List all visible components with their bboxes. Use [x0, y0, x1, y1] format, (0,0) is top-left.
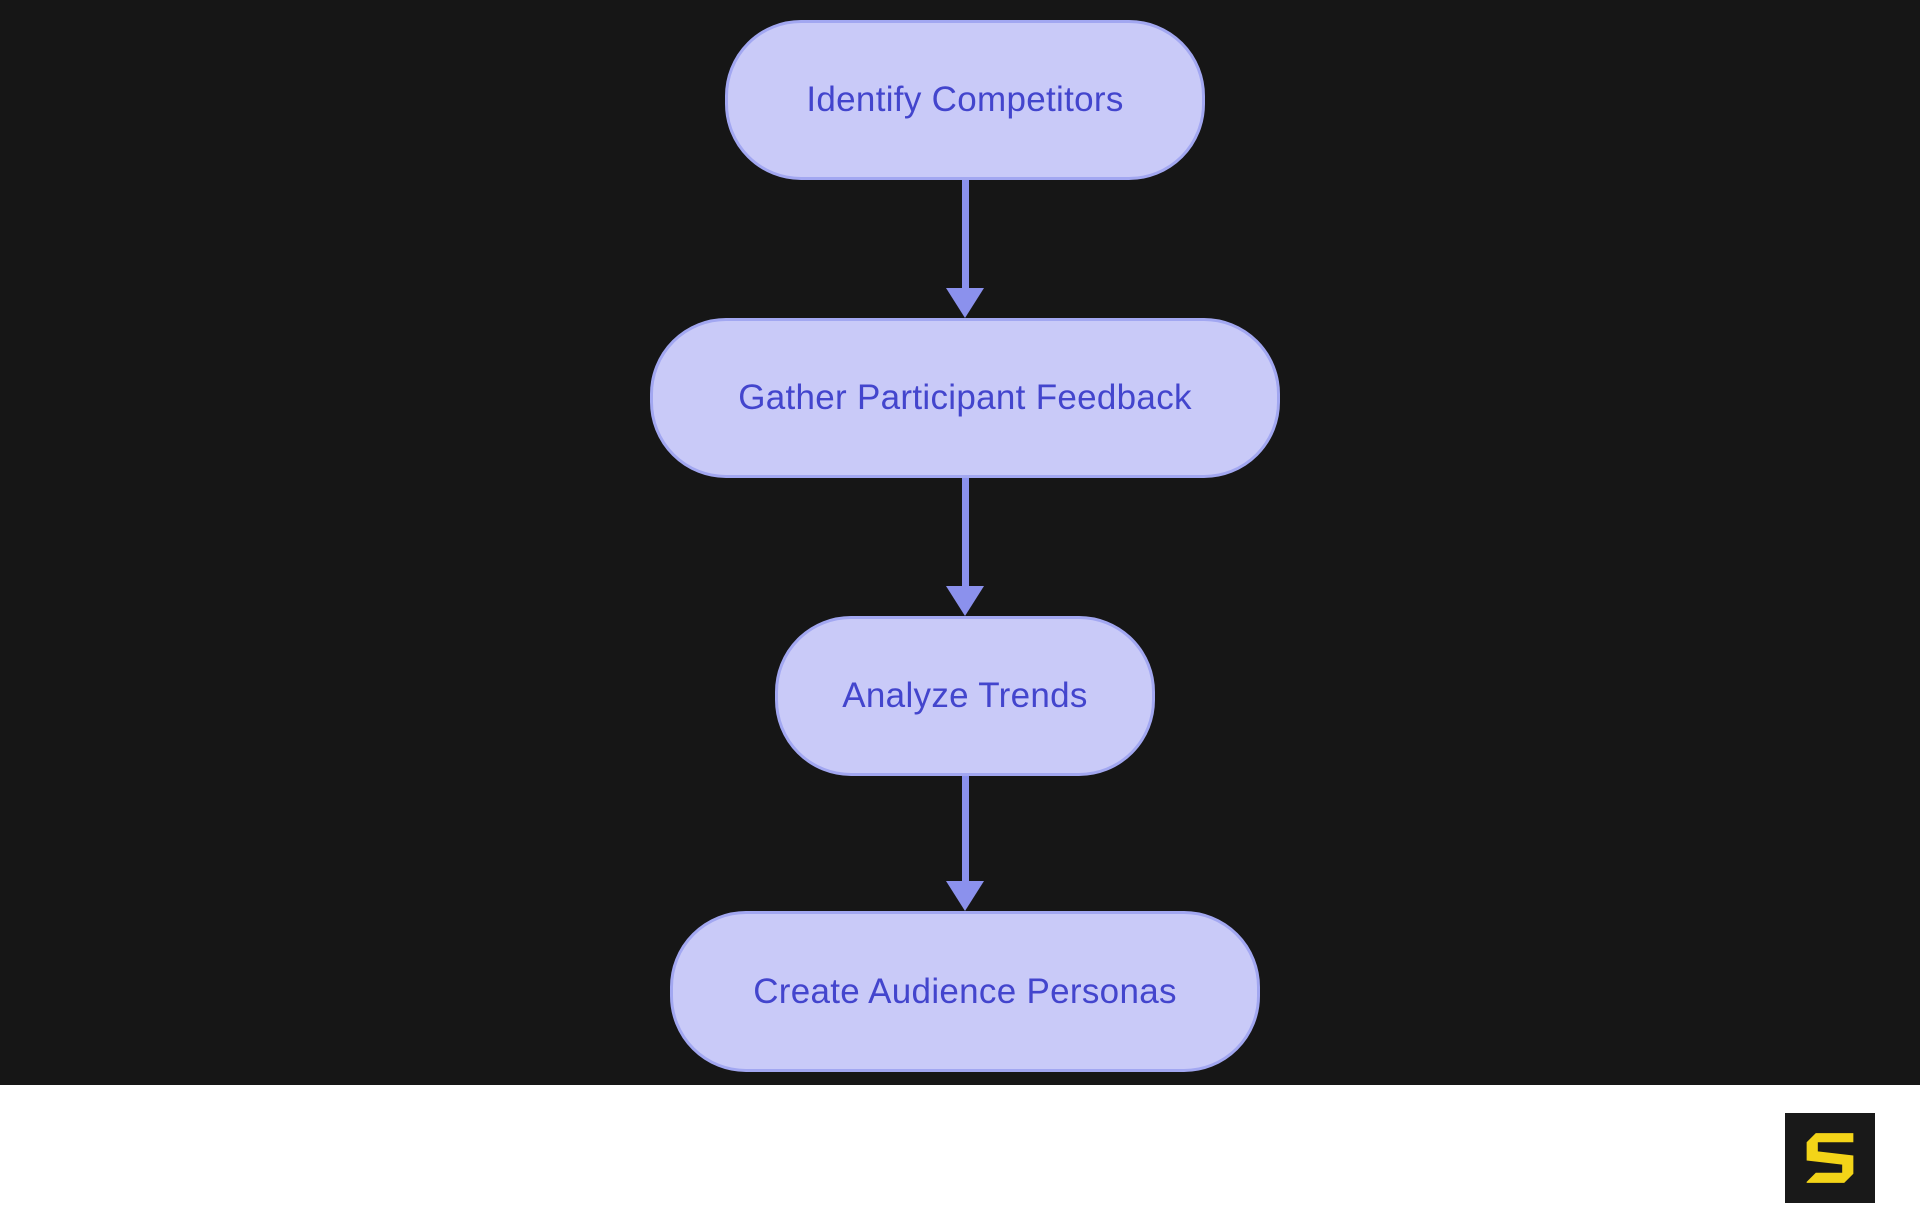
brand-logo — [1785, 1113, 1875, 1203]
flow-arrow-2 — [945, 478, 985, 616]
footer-bar — [0, 1085, 1920, 1215]
node-label: Analyze Trends — [842, 676, 1088, 715]
arrow-line — [961, 478, 969, 586]
flow-node-gather-participant-feedback: Gather Participant Feedback — [650, 318, 1280, 478]
flow-arrow-1 — [945, 180, 985, 318]
flow-arrow-3 — [945, 776, 985, 911]
flow-node-analyze-trends: Analyze Trends — [775, 616, 1155, 776]
flow-node-create-audience-personas: Create Audience Personas — [670, 911, 1260, 1072]
arrowhead-down-icon — [946, 288, 984, 318]
node-label: Identify Competitors — [806, 80, 1124, 119]
flow-node-identify-competitors: Identify Competitors — [725, 20, 1205, 180]
node-label: Gather Participant Feedback — [738, 378, 1192, 417]
diagram-area: Identify Competitors Gather Participant … — [650, 20, 1280, 1072]
arrow-line — [961, 776, 969, 881]
arrowhead-down-icon — [946, 586, 984, 616]
logo-s-icon — [1806, 1133, 1854, 1183]
arrowhead-down-icon — [946, 881, 984, 911]
node-label: Create Audience Personas — [753, 971, 1177, 1011]
arrow-line — [961, 180, 969, 288]
